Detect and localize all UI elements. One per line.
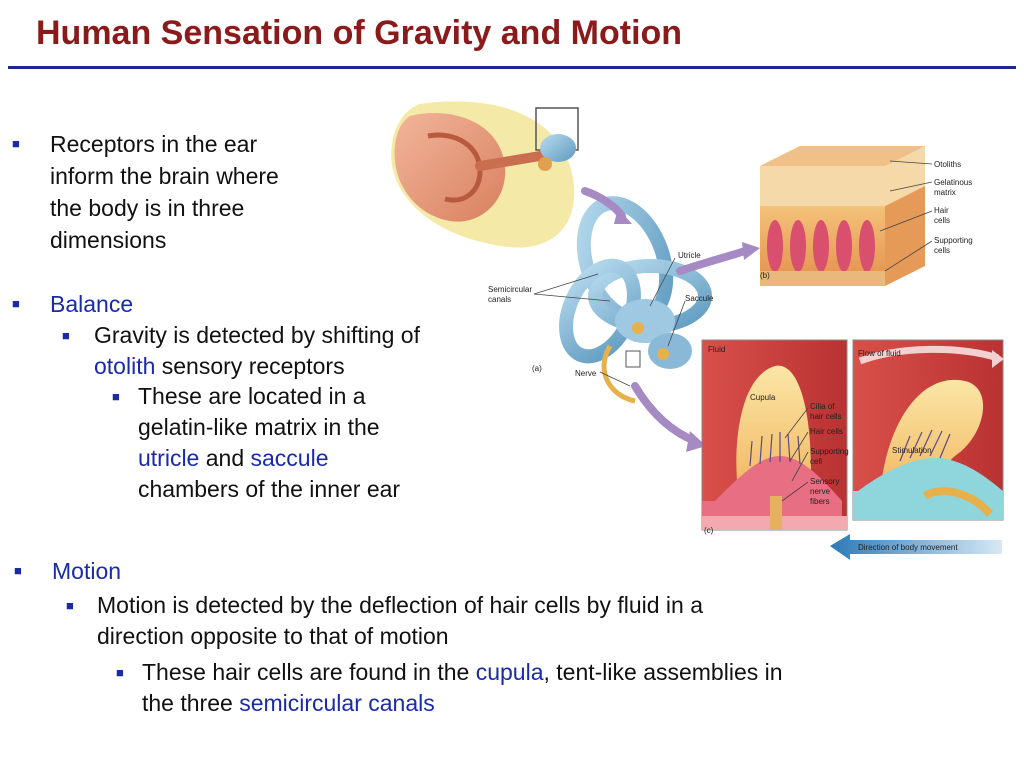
bullet-text: sensory receptors bbox=[155, 353, 345, 379]
label-fluid: Fluid bbox=[708, 345, 725, 354]
square-bullet-icon: ■ bbox=[66, 598, 74, 613]
bullet-line: utricle and saccule bbox=[138, 443, 400, 474]
bullet-line: Receptors in the ear bbox=[50, 131, 258, 157]
bullet-balance: ■ Balance bbox=[12, 288, 133, 320]
bullet-located: ■ These are located in a gelatin-like ma… bbox=[112, 381, 400, 505]
square-bullet-icon: ■ bbox=[62, 328, 70, 343]
labels-panel-b: Otoliths Gelatinous matrix Hair cells Su… bbox=[879, 160, 973, 272]
bullet-motion: ■ Motion bbox=[14, 555, 121, 587]
bullet-line: otolith sensory receptors bbox=[94, 351, 420, 382]
label-supporting-cells: cells bbox=[934, 246, 950, 255]
bullet-gravity: ■ Gravity is detected by shifting of oto… bbox=[62, 320, 420, 382]
term-saccule: saccule bbox=[250, 445, 329, 471]
bullet-line: direction opposite to that of motion bbox=[97, 623, 449, 649]
square-bullet-icon: ■ bbox=[14, 563, 22, 578]
square-bullet-icon: ■ bbox=[12, 136, 20, 151]
label-cell: cell bbox=[810, 457, 822, 466]
otolith-block-drawing: (b) bbox=[760, 146, 925, 286]
label-cells: cells bbox=[934, 216, 950, 225]
label-panel-b: (b) bbox=[760, 271, 770, 280]
label-hair: Hair bbox=[934, 206, 949, 215]
bullet-line: the body is in three bbox=[50, 195, 245, 221]
bullet-line: Motion is detected by the deflection of … bbox=[97, 592, 704, 618]
bullet-deflection: ■ Motion is detected by the deflection o… bbox=[66, 590, 703, 652]
label-cilia: Cilia of bbox=[810, 402, 835, 411]
term-semicircular-canals: semicircular canals bbox=[239, 690, 435, 716]
label-hair-cells: Hair cells bbox=[810, 427, 843, 436]
label-gelatinous: Gelatinous bbox=[934, 178, 972, 187]
term-otolith: otolith bbox=[94, 353, 156, 379]
label-supporting-c: Supporting bbox=[810, 447, 849, 456]
label-utricle: Utricle bbox=[678, 251, 701, 260]
label-cilia-hair-cells: hair cells bbox=[810, 412, 842, 421]
bullet-line: dimensions bbox=[50, 227, 167, 253]
bullet-line: the three semicircular canals bbox=[142, 688, 783, 719]
bullet-line: These are located in a bbox=[138, 383, 366, 409]
term-utricle: utricle bbox=[138, 445, 200, 471]
label-matrix: matrix bbox=[934, 188, 956, 197]
bullet-line: inform the brain where bbox=[50, 163, 279, 189]
cupula-panel-left: Fluid Cupula (c) bbox=[701, 339, 848, 535]
label-semicircular: Semicircular bbox=[488, 285, 532, 294]
label-canals: canals bbox=[488, 295, 511, 304]
square-bullet-icon: ■ bbox=[112, 389, 120, 404]
label-flow-of-fluid: Flow of fluid bbox=[858, 349, 901, 358]
label-panel-a: (a) bbox=[532, 364, 542, 373]
outer-ear-drawing bbox=[391, 101, 579, 248]
slide-title: Human Sensation of Gravity and Motion bbox=[36, 14, 683, 52]
inner-ear-illustration: Semicircular canals Utricle Saccule Nerv… bbox=[391, 101, 1004, 560]
label-supporting: Supporting bbox=[934, 236, 973, 245]
label-fibers: fibers bbox=[810, 497, 830, 506]
label-nerve: Nerve bbox=[575, 369, 597, 378]
label-otoliths: Otoliths bbox=[934, 160, 961, 169]
labels-panel-c: Cilia of hair cells Hair cells Supportin… bbox=[781, 402, 849, 506]
title-divider bbox=[8, 66, 1016, 69]
label-sensory: Sensory bbox=[810, 477, 839, 486]
bullet-cupula: ■ These hair cells are found in the cupu… bbox=[116, 657, 783, 719]
term-cupula: cupula bbox=[475, 659, 544, 685]
motion-heading: Motion bbox=[52, 558, 122, 584]
label-nerve-c: nerve bbox=[810, 487, 831, 496]
bullet-text: and bbox=[199, 445, 251, 471]
bullet-receptors: ■ Receptors in the ear inform the brain … bbox=[12, 128, 279, 256]
labels-panel-a: Semicircular canals Utricle Saccule Nerv… bbox=[488, 251, 714, 387]
square-bullet-icon: ■ bbox=[12, 296, 20, 311]
bullet-text: These hair cells are found in the bbox=[142, 659, 476, 685]
label-panel-c: (c) bbox=[704, 526, 714, 535]
square-bullet-icon: ■ bbox=[116, 665, 124, 680]
bullet-line: Gravity is detected by shifting of bbox=[94, 322, 420, 348]
bullet-text: , tent-like assemblies in bbox=[543, 659, 783, 685]
bullet-line: gelatin-like matrix in the bbox=[138, 414, 380, 440]
label-cupula: Cupula bbox=[750, 393, 776, 402]
label-stimulation: Stimulation bbox=[892, 446, 932, 455]
direction-arrow-drawing: Direction of body movement bbox=[830, 534, 1002, 560]
label-direction: Direction of body movement bbox=[858, 543, 958, 552]
bullet-line: These hair cells are found in the cupula… bbox=[142, 657, 783, 688]
label-saccule: Saccule bbox=[685, 294, 714, 303]
bullet-line: chambers of the inner ear bbox=[138, 476, 401, 502]
bullet-text: the three bbox=[142, 690, 240, 716]
balance-heading: Balance bbox=[50, 291, 134, 317]
cupula-panel-right: Flow of fluid Stimulation bbox=[852, 339, 1004, 521]
